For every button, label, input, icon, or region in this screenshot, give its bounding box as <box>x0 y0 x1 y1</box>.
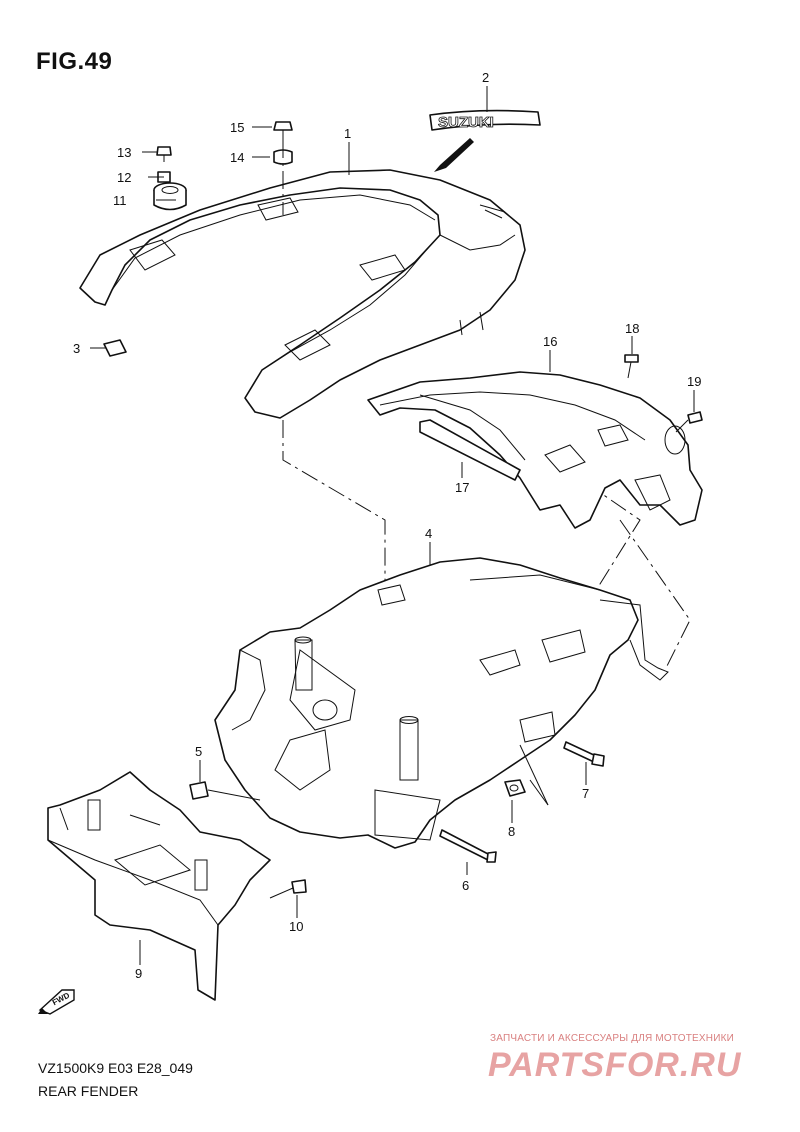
seat-cowl-part-1 <box>79 169 526 419</box>
fasteners-5-10 <box>189 741 605 899</box>
callout-11: 11 <box>113 193 127 208</box>
callout-2: 2 <box>482 70 489 85</box>
model-code: VZ1500K9 E03 E28_049 <box>38 1060 193 1076</box>
leader-lines <box>90 86 695 965</box>
callout-9: 9 <box>135 966 142 981</box>
callout-3: 3 <box>73 341 80 356</box>
rear-fender-part-4 <box>214 557 669 849</box>
section-name: REAR FENDER <box>38 1083 139 1099</box>
callout-8: 8 <box>508 824 515 839</box>
callout-5: 5 <box>195 744 202 759</box>
rear-bracket-part-16 <box>367 354 703 529</box>
fwd-arrow-icon: FWD <box>38 989 75 1015</box>
callout-7: 7 <box>582 786 589 801</box>
callout-13: 13 <box>117 145 131 160</box>
callout-14: 14 <box>230 150 244 165</box>
license-bracket-part-9 <box>47 771 271 1001</box>
callout-4: 4 <box>425 526 432 541</box>
callout-10: 10 <box>289 919 303 934</box>
callout-16: 16 <box>543 334 557 349</box>
callout-1: 1 <box>344 126 351 141</box>
callout-17: 17 <box>455 480 469 495</box>
watermark-tagline: ЗАПЧАСТИ И АКСЕССУАРЫ ДЛЯ МОТОТЕХНИКИ <box>490 1033 735 1044</box>
callout-19: 19 <box>687 374 701 389</box>
callout-12: 12 <box>117 170 131 185</box>
callout-18: 18 <box>625 321 639 336</box>
emblem-text: SUZUKI <box>438 114 494 131</box>
callout-15: 15 <box>230 120 244 135</box>
emblem-arrow <box>434 138 474 172</box>
figure-title: FIG.49 <box>36 48 113 75</box>
callout-labels: 2 1 3 4 5 6 7 8 9 10 11 12 13 14 15 16 1… <box>73 70 701 981</box>
watermark-logo: PARTSFOR.RU <box>488 1046 742 1084</box>
emblem-part-2: SUZUKI <box>429 109 541 172</box>
cushion-part-17 <box>419 419 521 481</box>
callout-6: 6 <box>462 878 469 893</box>
